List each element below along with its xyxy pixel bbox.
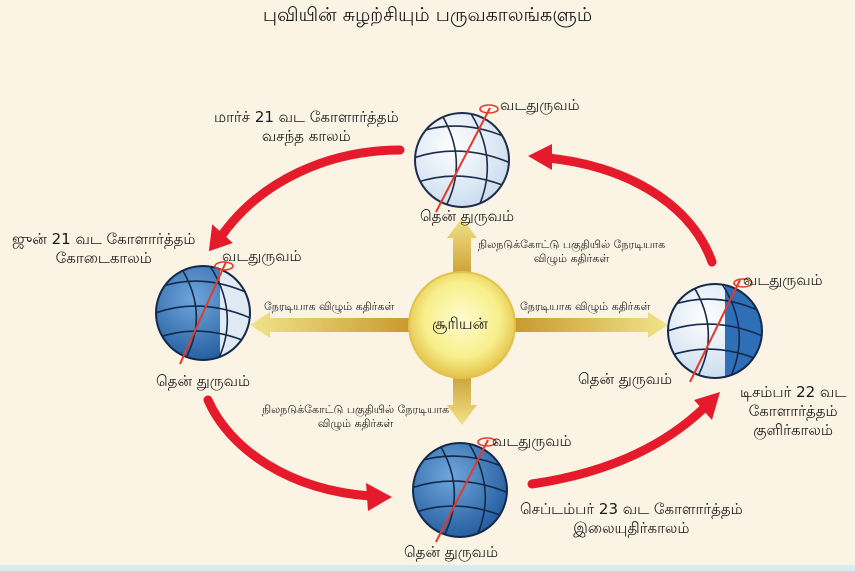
ray-label-top: நிலநடுக்கோட்டு பகுதியில் நேரடியாக விழும்… <box>478 238 665 266</box>
season-june: ஜுன் 21 வட கோளார்த்தம் கோடைகாலம் <box>12 230 195 268</box>
sun <box>408 271 516 379</box>
season-june-line1: ஜுன் 21 வட கோளார்த்தம் <box>12 230 196 248</box>
north-pole-label-right: வடதுருவம் <box>743 271 823 289</box>
ray-label-right: நேரடியாக விழும் கதிர்கள் <box>520 300 651 313</box>
ray-label-bottom: நிலநடுக்கோட்டு பகுதியில் நேரடியாக விழும்… <box>262 403 449 431</box>
diagram-title: புவியின் சுழற்சியும் பருவகாலங்களும் <box>262 4 593 26</box>
globe-december <box>667 278 763 383</box>
south-pole-label-top: தென் துருவம் <box>420 207 515 225</box>
south-pole-label-left: தென் துருவம் <box>156 372 251 390</box>
season-december-line2: கோளார்த்தம் <box>748 402 838 420</box>
globe-september <box>412 437 508 543</box>
season-december-line3: குளிர்காலம் <box>753 421 833 439</box>
south-pole-label-right: தென் துருவம் <box>578 370 673 388</box>
sun-label: சூரியன் <box>432 314 489 333</box>
ray-label-bottom-line1: நிலநடுக்கோட்டு பகுதியில் நேரடியாக <box>262 403 450 416</box>
north-pole-label-top: வடதுருவம் <box>500 96 580 114</box>
season-march-line1: மார்ச் 21 வட கோளார்த்தம் <box>214 108 399 126</box>
sun-rays <box>250 218 668 425</box>
season-march-line2: வசந்த காலம் <box>261 127 351 145</box>
orbit-arrows <box>203 144 720 511</box>
globe-march <box>414 104 510 213</box>
north-pole-label-bottom: வடதுருவம் <box>492 432 572 450</box>
globe-june <box>155 261 251 365</box>
north-pole-label-left: வடதுருவம் <box>222 247 302 265</box>
season-december-line1: டிசம்பர் 22 வட <box>740 383 847 401</box>
ray-label-top-line2: விழும் கதிர்கள் <box>533 252 610 265</box>
season-december: டிசம்பர் 22 வட கோளார்த்தம் குளிர்காலம் <box>740 383 846 440</box>
season-september-line2: இலையுதிர்காலம் <box>573 519 690 537</box>
season-march: மார்ச் 21 வட கோளார்த்தம் வசந்த காலம் <box>214 108 399 146</box>
south-pole-label-bottom: தென் துருவம் <box>404 543 499 561</box>
ray-label-bottom-line2: விழும் கதிர்கள் <box>317 417 394 430</box>
ray-label-left: நேரடியாக விழும் கதிர்கள் <box>264 300 395 313</box>
ray-label-top-line1: நிலநடுக்கோட்டு பகுதியில் நேரடியாக <box>478 238 666 251</box>
season-september-line1: செப்டம்பர் 23 வட கோளார்த்தம் <box>520 500 743 518</box>
season-june-line2: கோடைகாலம் <box>55 249 152 267</box>
season-september: செப்டம்பர் 23 வட கோளார்த்தம் இலையுதிர்கா… <box>520 500 743 538</box>
bottom-border <box>0 565 855 571</box>
